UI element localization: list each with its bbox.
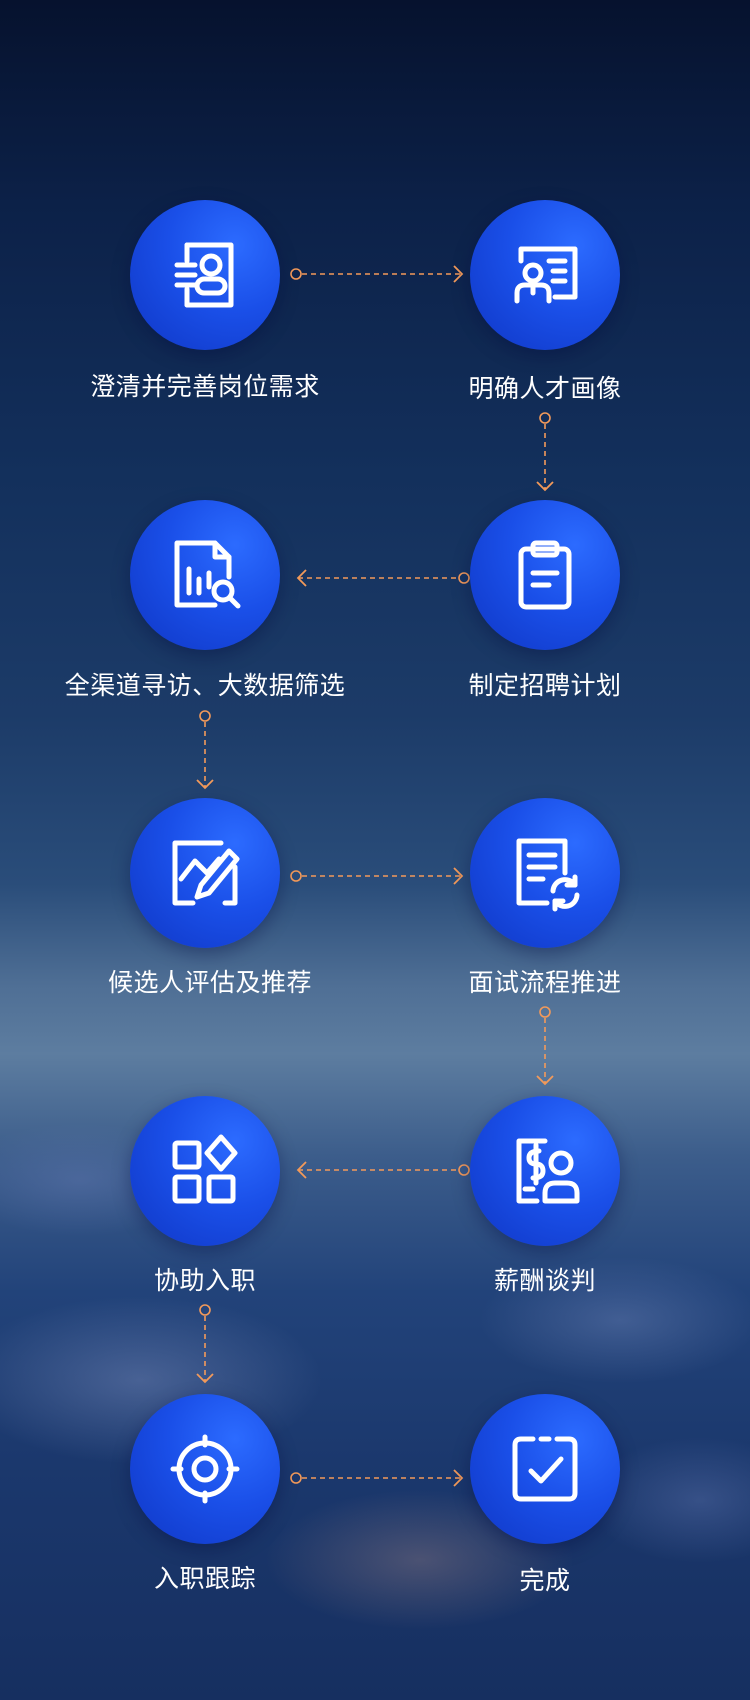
step-3-label: 制定招聘计划 [468,671,622,700]
apps-grid-icon [172,1134,238,1204]
step-8-node [130,1096,280,1246]
step-4-label: 全渠道寻访、大数据筛选 [64,671,346,700]
step-5-node [130,798,280,948]
salary-person-icon [516,1138,580,1204]
step-9-node [130,1394,280,1544]
step-10-label: 完成 [519,1566,571,1595]
target-icon [170,1434,240,1504]
connector-2-3 [536,412,554,492]
connector-5-6 [290,867,464,885]
step-8-label: 协助入职 [153,1266,256,1295]
connector-8-9 [196,1304,214,1384]
step-9-label: 入职跟踪 [153,1564,256,1593]
connector-9-10 [290,1469,464,1487]
connector-3-4 [296,569,470,587]
step-7-label: 薪酬谈判 [493,1266,596,1295]
connector-6-7 [536,1006,554,1086]
step-10-node [470,1394,620,1544]
step-1-label: 澄清并完善岗位需求 [90,372,320,401]
check-square-icon [512,1436,578,1502]
profile-resume-icon [514,246,578,304]
edit-chart-icon [172,840,240,906]
step-7-node [470,1096,620,1246]
step-2-label: 明确人才画像 [468,374,622,403]
report-search-icon [174,540,241,609]
step-2-node [470,200,620,350]
step-5-label: 候选人评估及推荐 [107,968,312,997]
connector-4-5 [196,710,214,790]
id-card-icon [174,242,234,308]
document-refresh-icon [516,838,580,912]
connector-7-8 [296,1161,470,1179]
step-4-node [130,500,280,650]
step-1-node [130,200,280,350]
clipboard-icon [518,540,572,610]
step-6-node [470,798,620,948]
step-6-label: 面试流程推进 [468,968,622,997]
connector-1-2 [290,265,464,283]
step-3-node [470,500,620,650]
